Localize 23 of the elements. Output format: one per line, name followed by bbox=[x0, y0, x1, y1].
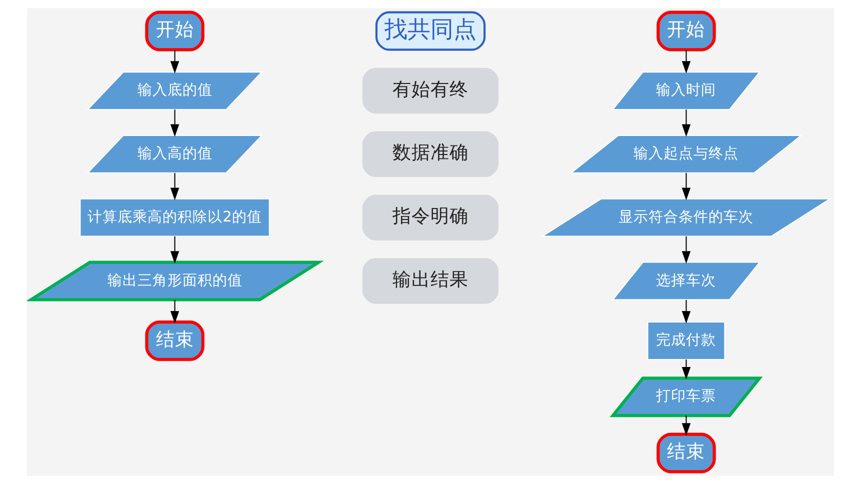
arrow bbox=[170, 172, 179, 200]
node-box: 有始有终 bbox=[362, 68, 498, 114]
node-box: 开始 bbox=[144, 10, 204, 52]
node-box: 找共同点 bbox=[374, 11, 486, 51]
arrow bbox=[170, 300, 179, 324]
arrow bbox=[170, 236, 179, 264]
node-box: 计算底乘高的积除以2的值 bbox=[79, 198, 270, 237]
node-box: 完成付款 bbox=[646, 322, 725, 360]
node-box: 输出结果 bbox=[362, 258, 498, 304]
arrow bbox=[170, 50, 179, 74]
arrow bbox=[170, 110, 179, 137]
arrow bbox=[681, 172, 690, 200]
arrow bbox=[681, 110, 690, 137]
node-box: 指令明确 bbox=[362, 194, 498, 240]
arrow bbox=[681, 50, 690, 74]
node-box: 结束 bbox=[656, 432, 716, 474]
node-box: 数据准确 bbox=[362, 131, 498, 178]
arrow bbox=[681, 360, 690, 380]
node-box: 开始 bbox=[656, 10, 716, 52]
node-box: 结束 bbox=[144, 320, 204, 362]
arrow bbox=[681, 300, 690, 324]
arrow bbox=[681, 236, 690, 264]
arrow bbox=[681, 416, 690, 436]
